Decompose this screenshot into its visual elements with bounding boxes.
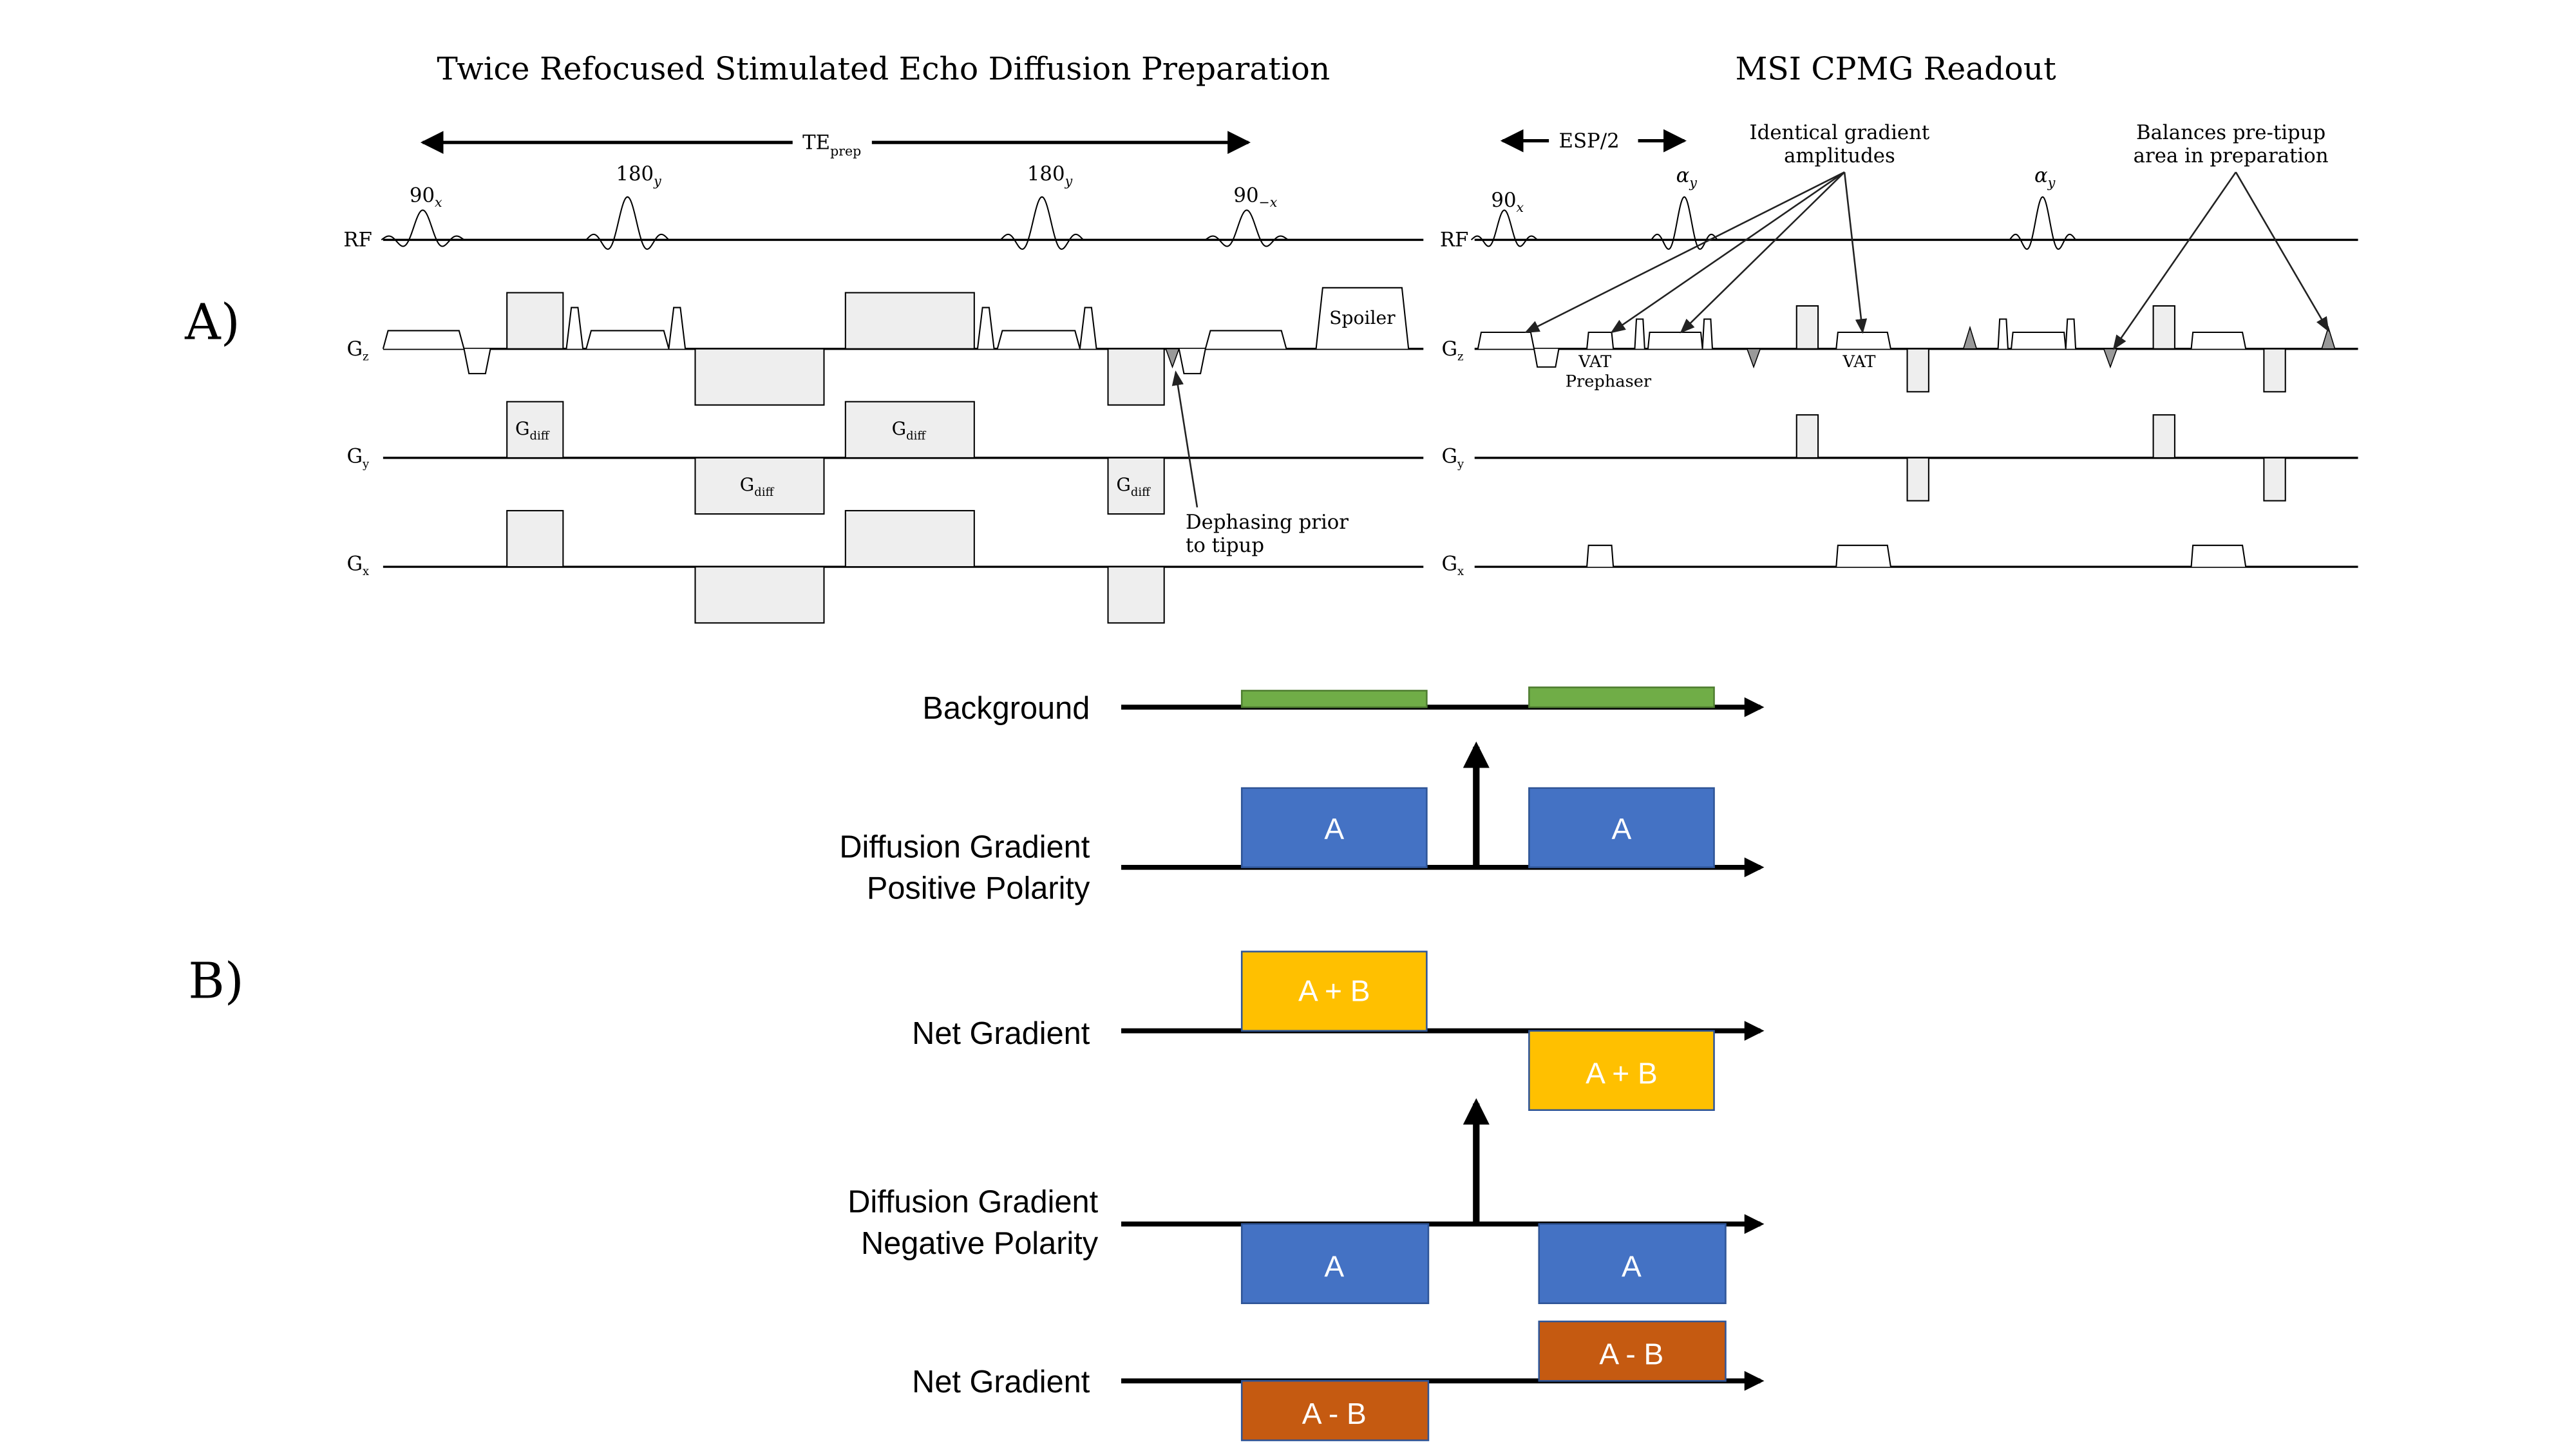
right-title: MSI CPMG Readout	[1735, 52, 2056, 88]
svg-text:Gdiff: Gdiff	[740, 474, 775, 499]
left-axis-labels: RF Gz Gy Gx	[343, 229, 372, 578]
svg-text:90x: 90x	[1491, 189, 1524, 215]
te-prep-arrow: TEprep	[420, 131, 1251, 159]
svg-text:RF: RF	[1440, 229, 1469, 252]
svg-text:Gdiff: Gdiff	[892, 418, 927, 443]
diffusion-block	[1240, 787, 1428, 869]
net-positive-block	[1528, 1030, 1715, 1112]
svg-text:A + B: A + B	[1298, 974, 1370, 1007]
esp-label: ESP/2	[1559, 129, 1620, 153]
svg-text:A - B: A - B	[1302, 1397, 1367, 1430]
panel-b-block-labels: A A A + B A + B A A A - B A - B	[1298, 812, 1663, 1430]
dephasing-annotation: Dephasing prior to tipup	[1171, 370, 1349, 557]
svg-text:area in preparation: area in preparation	[2134, 144, 2329, 167]
identical-gradient-annotation: Identical gradient amplitudes	[1524, 121, 1930, 334]
esp-arrow: ESP/2	[1500, 129, 1687, 153]
panel-a-label: A)	[184, 294, 240, 351]
rf-pulse	[1651, 196, 1718, 250]
svg-text:αy: αy	[1676, 164, 1698, 191]
panel-b-blocks	[1240, 687, 1727, 1441]
gdiff-label: G	[515, 418, 530, 439]
te-label: TE	[802, 131, 830, 154]
svg-text:A - B: A - B	[1599, 1338, 1663, 1371]
svg-text:Positive Polarity: Positive Polarity	[867, 871, 1090, 906]
left-gz-gradients: Spoiler	[382, 287, 1410, 406]
svg-text:Dephasing prior: Dephasing prior	[1186, 511, 1349, 534]
svg-text:90x: 90x	[410, 184, 442, 210]
svg-text:Balances pre-tipup: Balances pre-tipup	[2136, 121, 2325, 144]
panel-b-row-labels: Background Diffusion Gradient Positive P…	[839, 691, 1098, 1399]
left-title: Twice Refocused Stimulated Echo Diffusio…	[437, 52, 1330, 88]
balances-annotation: Balances pre-tipup area in preparation	[2112, 121, 2329, 350]
svg-text:A: A	[1622, 1250, 1642, 1283]
row-label-net-negative: Net Gradient	[912, 1365, 1090, 1399]
svg-text:Prephaser: Prephaser	[1566, 372, 1652, 392]
svg-text:αy: αy	[2034, 164, 2056, 191]
diffusion-block	[1538, 1223, 1727, 1305]
svg-text:180y: 180y	[616, 162, 661, 189]
net-negative-block	[1240, 1379, 1430, 1441]
right-axis-labels: RF Gz Gy Gx	[1440, 229, 1469, 578]
net-negative-block	[1538, 1320, 1727, 1382]
right-gx-gradients	[1586, 544, 2247, 567]
svg-text:Gz: Gz	[346, 337, 368, 364]
svg-text:amplitudes: amplitudes	[1784, 144, 1895, 167]
svg-text:Gdiff: Gdiff	[1116, 474, 1151, 499]
row-label-negative: Diffusion Gradient	[848, 1185, 1098, 1220]
row-label-net-positive: Net Gradient	[912, 1016, 1090, 1051]
panel-b-label: B)	[188, 952, 244, 1010]
svg-text:180y: 180y	[1027, 162, 1073, 189]
left-gy-gradients: Gdiff Gdiff Gdiff Gdiff	[506, 401, 1165, 515]
rf-pulse	[585, 196, 670, 250]
net-positive-block	[1240, 951, 1428, 1032]
background-block	[1240, 690, 1428, 708]
right-gy-gradients	[1795, 414, 2286, 502]
rf-pulse	[2009, 196, 2076, 250]
diffusion-block	[1528, 787, 1715, 869]
diffusion-block	[1240, 1223, 1430, 1305]
svg-text:Identical gradient: Identical gradient	[1750, 121, 1930, 144]
svg-text:Gz: Gz	[1441, 337, 1463, 364]
svg-text:A: A	[1324, 1250, 1344, 1283]
left-gx-gradients	[506, 509, 1165, 624]
right-gz-gradients: VAT Prephaser VAT	[1477, 305, 2336, 393]
svg-text:Gdiff: Gdiff	[515, 418, 550, 443]
vat-prephaser-label: VAT	[1578, 352, 1611, 372]
svg-text:A: A	[1324, 812, 1344, 846]
svg-text:Gy: Gy	[1441, 445, 1464, 471]
rf-labels: 90x 180y 180y 90−x 90x αy αy	[410, 162, 2056, 215]
svg-text:TEprep: TEprep	[802, 131, 861, 158]
vat-label: VAT	[1842, 352, 1876, 372]
rf-pulse	[1470, 209, 1538, 247]
row-label-positive: Diffusion Gradient	[839, 829, 1090, 864]
rf-pulses	[381, 196, 2076, 250]
svg-text:A + B: A + B	[1586, 1057, 1658, 1090]
svg-text:to tipup: to tipup	[1186, 534, 1264, 557]
spoiler-label: Spoiler	[1329, 307, 1396, 328]
svg-text:Negative Polarity: Negative Polarity	[861, 1226, 1099, 1261]
svg-text:Gx: Gx	[1441, 552, 1464, 578]
svg-text:90−x: 90−x	[1233, 184, 1277, 210]
rf-pulse	[1000, 196, 1084, 250]
svg-text:Gy: Gy	[346, 445, 370, 471]
svg-text:RF: RF	[343, 229, 372, 252]
row-label-background: Background	[922, 691, 1090, 726]
rf-pulse	[381, 209, 465, 247]
background-block	[1528, 687, 1715, 708]
rf-pulse	[1205, 209, 1289, 247]
svg-text:Gx: Gx	[346, 552, 369, 578]
svg-text:A: A	[1612, 812, 1632, 846]
